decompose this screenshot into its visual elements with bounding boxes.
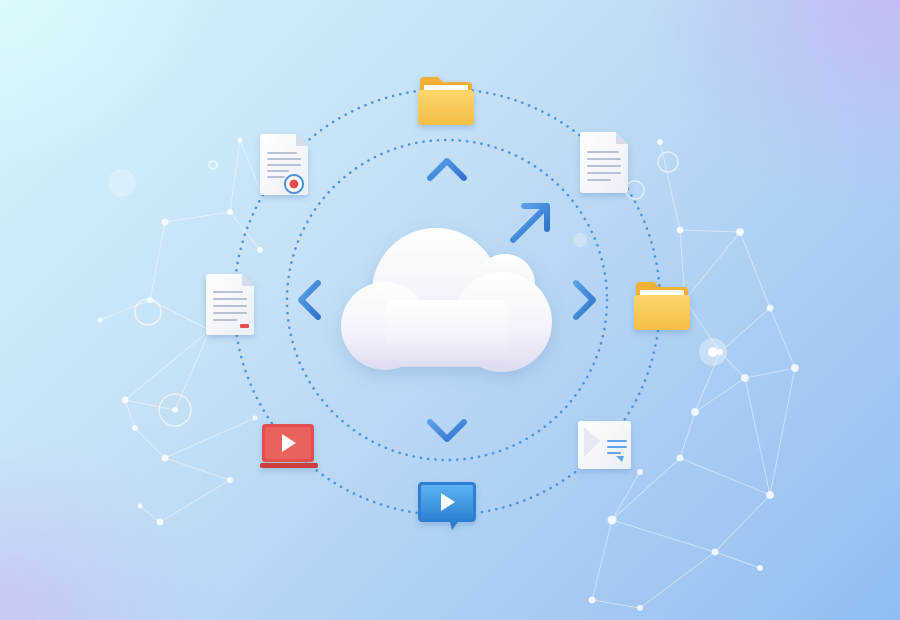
- video-laptop-icon: [260, 424, 318, 468]
- arrow-up-icon: [427, 158, 467, 215]
- inner-dotted-ring: [285, 138, 609, 462]
- certificate-document-icon: [260, 134, 308, 195]
- chat-document-icon: [578, 421, 631, 469]
- folder-icon: [634, 282, 690, 330]
- text-document-icon: [580, 132, 628, 193]
- folder-icon: [418, 77, 474, 125]
- arrow-up-right-icon: [510, 203, 550, 243]
- arrow-down-icon: [427, 385, 467, 442]
- arrow-left-icon: [298, 280, 351, 320]
- arrow-right-icon: [543, 280, 596, 320]
- video-player-icon: [418, 482, 476, 530]
- text-document-icon: [206, 274, 254, 335]
